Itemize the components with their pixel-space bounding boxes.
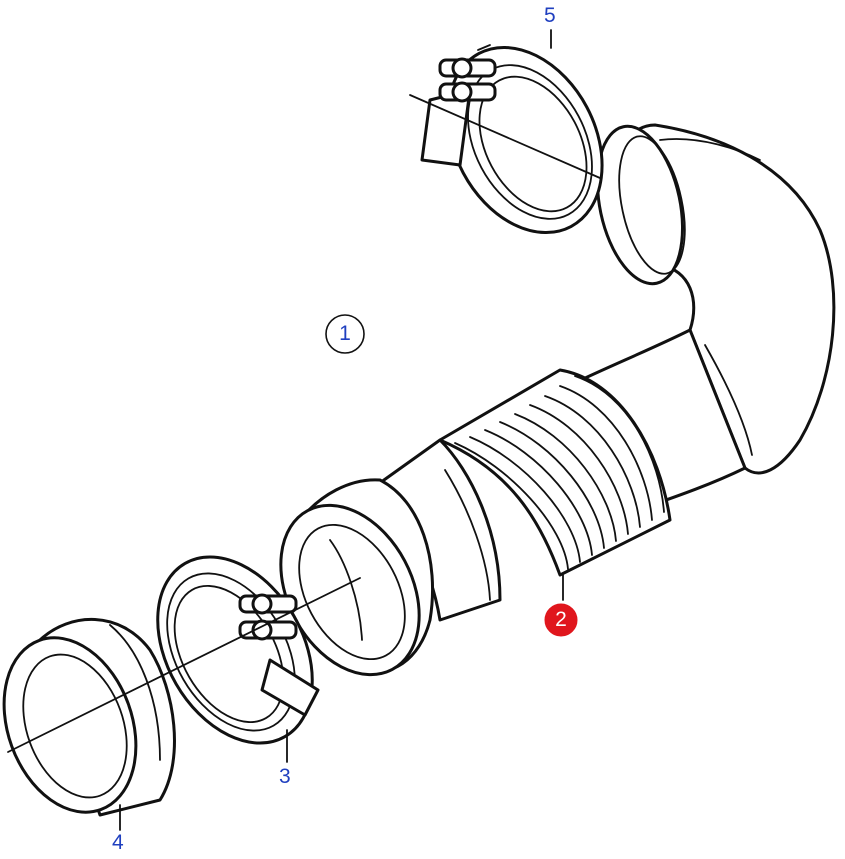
clamp-part-3[interactable] xyxy=(126,529,344,770)
hose-part-2[interactable] xyxy=(253,118,836,698)
callout-2-text: 2 xyxy=(555,608,567,631)
axis-lines xyxy=(7,29,601,831)
callout-1-text: 1 xyxy=(339,322,351,345)
callout-3-label: 3 xyxy=(279,765,291,788)
hose-corrugations xyxy=(438,368,672,577)
callout-4-label: 4 xyxy=(112,831,124,854)
callout-1-label: 1 xyxy=(326,315,364,353)
callout-1-circle xyxy=(325,314,365,354)
callout-2-label: 2 xyxy=(542,601,580,639)
clamp-part-5[interactable] xyxy=(417,21,633,260)
callout-2-circle xyxy=(544,603,578,637)
connector-part-4[interactable] xyxy=(0,618,176,831)
callout-5-label: 5 xyxy=(544,4,556,27)
